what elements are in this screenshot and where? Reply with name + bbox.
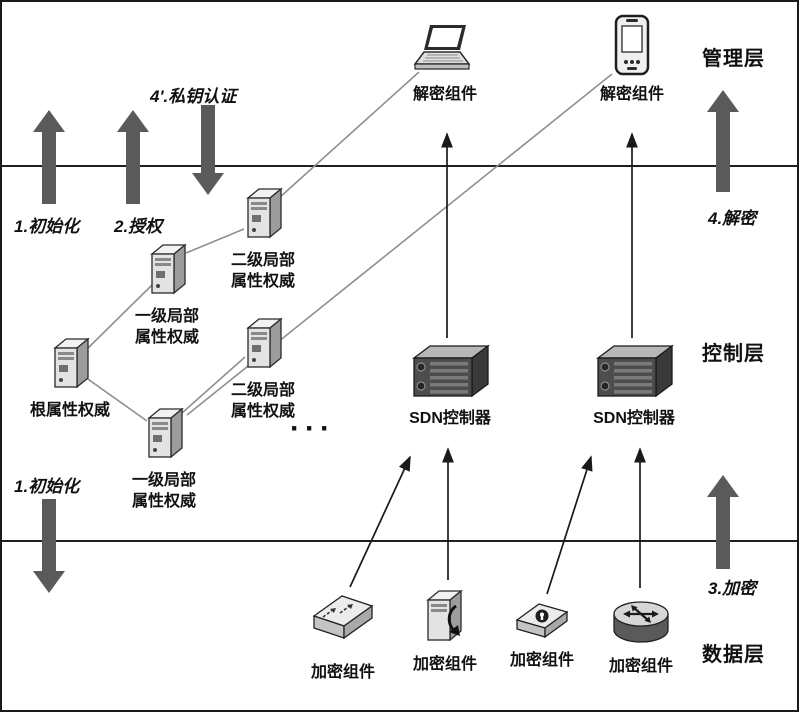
node-label: 加密组件 xyxy=(310,664,375,681)
node-label: SDN控制器 xyxy=(409,410,491,427)
tower-server-icon xyxy=(47,334,93,392)
flow-arrow-initialize-up xyxy=(32,110,66,204)
node-label: 根属性权威 xyxy=(29,402,110,419)
flow-arrow-private-key-down xyxy=(191,105,225,195)
server-encrypt-icon xyxy=(420,586,470,646)
node-label: 二级局部 属性权威 xyxy=(230,252,295,291)
node-decrypt-component-right: 解密组件 xyxy=(569,14,695,105)
ellipsis-more-authorities: ··· xyxy=(290,412,335,445)
tower-server-icon xyxy=(240,314,286,372)
node-authority-l1-bottom: 一级局部 属性权威 xyxy=(105,404,223,512)
flow-label-authorize: 2.授权 xyxy=(114,217,163,236)
flow-arrow-decrypt-up xyxy=(706,90,740,192)
tower-server-icon xyxy=(144,240,190,298)
layer-label-control: 控制层 xyxy=(702,343,765,365)
node-label: 一级局部 属性权威 xyxy=(134,308,199,347)
rack-server-icon xyxy=(592,342,676,400)
flow-label-encrypt: 3.加密 xyxy=(708,579,757,598)
node-sdn-controller-2: SDN控制器 xyxy=(576,342,692,429)
pda-icon xyxy=(614,14,650,76)
node-label: 加密组件 xyxy=(608,658,673,675)
flow-label-decrypt: 4.解密 xyxy=(708,209,757,228)
node-label: 二级局部 属性权威 xyxy=(230,382,295,421)
node-authority-l2-mid: 二级局部 属性权威 xyxy=(204,314,322,422)
node-label: 加密组件 xyxy=(509,652,574,669)
node-label: 一级局部 属性权威 xyxy=(131,472,196,511)
layer-label-data: 数据层 xyxy=(702,644,765,666)
laptop-icon xyxy=(413,24,477,76)
layer-divider-control-data xyxy=(2,540,797,542)
node-authority-l1-top: 一级局部 属性权威 xyxy=(108,240,226,348)
node-encrypt-router: 加密组件 xyxy=(584,596,698,677)
layer-label-management: 管理层 xyxy=(702,48,765,70)
node-encrypt-device: 加密组件 xyxy=(488,600,596,671)
node-authority-root: 根属性权威 xyxy=(14,334,126,421)
flow-arrow-authorize-up xyxy=(116,110,150,204)
node-label: SDN控制器 xyxy=(593,410,675,427)
node-label: 解密组件 xyxy=(599,86,664,103)
flow-arrow-initialize-bottom-down xyxy=(32,499,66,593)
switch-icon xyxy=(310,592,376,648)
rack-server-icon xyxy=(408,342,492,400)
tower-server-icon xyxy=(240,184,286,242)
router-icon xyxy=(610,596,672,648)
node-label: 解密组件 xyxy=(412,86,477,103)
arrow-encdevice-to-sdn2 xyxy=(546,455,593,595)
arrow-encswitch-to-sdn1 xyxy=(349,455,411,588)
flow-arrow-encrypt-up xyxy=(706,475,740,569)
flow-label-private-key-auth: 4'.私钥认证 xyxy=(150,87,237,106)
node-encrypt-server: 加密组件 xyxy=(388,586,502,675)
node-sdn-controller-1: SDN控制器 xyxy=(392,342,508,429)
secure-device-icon xyxy=(515,600,569,642)
node-authority-l2-top: 二级局部 属性权威 xyxy=(204,184,322,292)
tower-server-icon xyxy=(141,404,187,462)
flow-label-initialize-bottom: 1.初始化 xyxy=(14,477,80,496)
flow-label-initialize-top: 1.初始化 xyxy=(14,217,80,236)
node-label: 加密组件 xyxy=(412,656,477,673)
node-decrypt-component-left: 解密组件 xyxy=(382,24,508,105)
node-encrypt-switch: 加密组件 xyxy=(286,592,400,683)
